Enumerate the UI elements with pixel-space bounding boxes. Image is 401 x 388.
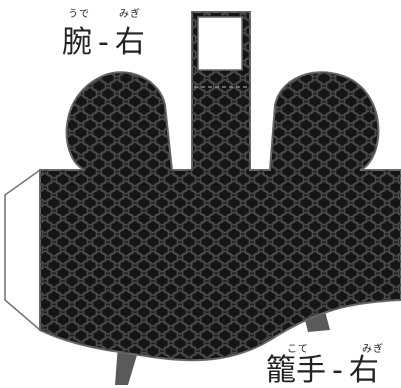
label-top-separator: - — [98, 25, 109, 60]
label-bottom-separator: - — [332, 353, 343, 388]
label-bottom-side-word: 右 — [348, 353, 379, 388]
label-top-side-word: 右 — [114, 25, 145, 60]
label-bottom: 籠手-右 — [266, 356, 379, 386]
label-top-side-ruby: みぎ — [119, 9, 141, 20]
cutout-window — [197, 16, 243, 71]
label-bottom-main-ruby: こて — [287, 344, 309, 355]
label-bottom-side-ruby: みぎ — [362, 344, 384, 355]
label-bottom-main-word: 籠手 — [266, 353, 326, 388]
hex-texture — [40, 12, 401, 361]
label-top-main-ruby: うで — [68, 9, 90, 20]
glue-flap-left — [4, 168, 41, 332]
label-top-main-word: 腕 — [62, 25, 92, 60]
label-top: 腕-右 — [62, 28, 145, 58]
